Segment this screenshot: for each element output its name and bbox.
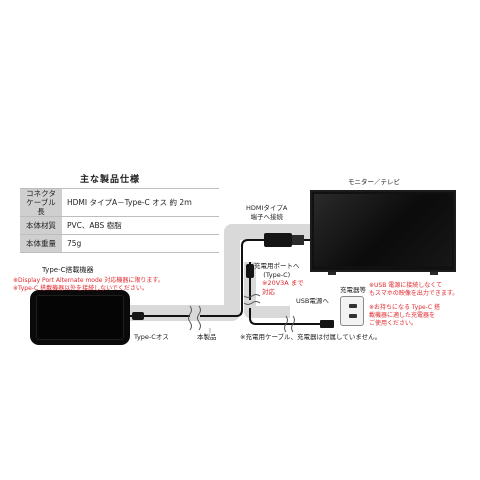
dp-note: ※Display Port Alternate mode 対応機器に限ります。 <box>13 277 164 284</box>
cable-highlight-band <box>130 224 312 321</box>
typec-note: ※Type-C 搭載機器以外を接続しないでください。 <box>13 285 148 292</box>
usb-optional-note: ※USB 電源に接続しなくて もスマホの映像を出力できます。 <box>369 282 459 297</box>
charger-port <box>349 304 357 308</box>
charger-advice-note: ※お持ちになる Type-C 搭 載機器に適した充電器を ご使用ください。 <box>369 304 440 327</box>
charger-label: 充電器等 <box>340 286 366 294</box>
phone-screen <box>36 295 124 340</box>
tv-icon <box>310 190 456 272</box>
tv-foot-right <box>430 272 438 275</box>
usb-plug-icon <box>320 320 334 328</box>
charger-port <box>349 314 357 318</box>
smartphone-icon <box>30 290 130 345</box>
typec-plug-icon <box>132 312 144 320</box>
typec-male-label: Type-Cオス <box>134 333 169 341</box>
tv-foot-left <box>328 272 336 275</box>
spec-key: 本体重量 <box>20 234 62 253</box>
hdmi-cable-2 <box>200 239 264 317</box>
spec-key-text: コネクタ ケーブル長 <box>26 189 56 216</box>
product-label: 本製品 <box>197 333 217 341</box>
tv-screen <box>314 194 452 266</box>
spec-row: 本体重量 75g <box>20 234 219 253</box>
spec-key: コネクタ ケーブル長 <box>20 188 62 217</box>
typec-device-label: Type-C搭載機器 <box>42 266 94 274</box>
spec-value: HDMI タイプA－Type-C オス 約 2ｍ <box>62 188 219 217</box>
spec-key: 本体材質 <box>20 216 62 235</box>
spec-value: 75g <box>62 234 219 253</box>
charge-spec-note: ※20V3A まで 対応 <box>262 279 304 296</box>
break-mark-icon <box>284 315 295 333</box>
charge-port-label: 充電用ポートへ (Type-C) <box>254 262 300 279</box>
spec-table: コネクタ ケーブル長 HDMI タイプA－Type-C オス 約 2ｍ 本体材質… <box>20 188 219 253</box>
usb-power-cable <box>249 308 296 325</box>
tv-label: モニター／テレビ <box>348 178 400 186</box>
break-mark-icon <box>243 294 261 305</box>
spec-row: コネクタ ケーブル長 HDMI タイプA－Type-C オス 約 2ｍ <box>20 188 219 217</box>
cable-not-included-note: ※充電用ケーブル、充電器は付属していません。 <box>240 333 382 341</box>
usb-power-label: USB電源へ <box>296 297 329 305</box>
spec-title: 主な製品仕様 <box>80 175 141 185</box>
hdmi-connect-label: HDMIタイプA 端子へ接続 <box>246 204 288 221</box>
charger-icon <box>340 296 364 326</box>
typec-plug-icon <box>246 264 254 278</box>
break-mark-icon <box>188 305 201 331</box>
